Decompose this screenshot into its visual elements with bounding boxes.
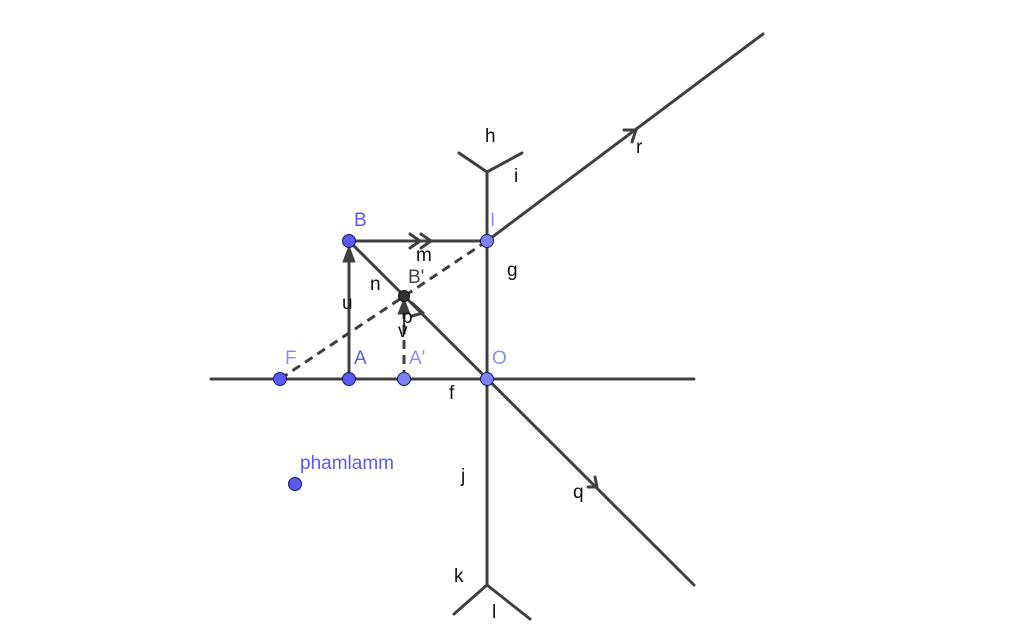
- label-line-m: m: [416, 245, 432, 266]
- lens-top-right-tip: [485, 151, 524, 174]
- label-point-b-prime: B': [408, 267, 424, 288]
- lens-bottom-right-tip: [485, 583, 532, 621]
- point-a[interactable]: [342, 372, 356, 386]
- label-line-p: p: [402, 307, 413, 328]
- refracted-ray-r: [485, 32, 765, 243]
- label-line-q: q: [573, 482, 584, 503]
- label-line-v: v: [398, 321, 408, 342]
- label-line-k: k: [454, 566, 464, 587]
- arrow-head-icon: [397, 297, 411, 315]
- point-i[interactable]: [480, 234, 494, 248]
- arrow-head-icon: [410, 301, 425, 318]
- arrow-head-icon: [342, 244, 356, 263]
- virtual-ray-extension: [279, 239, 488, 381]
- label-line-j: j: [460, 466, 465, 487]
- label-line-l: l: [492, 602, 496, 623]
- arrow-head-icon: [586, 475, 599, 489]
- label-point-i: I: [490, 210, 495, 231]
- label-point-f: F: [285, 348, 297, 369]
- label-line-u: u: [342, 293, 353, 314]
- lens-bottom-left-tip: [452, 583, 489, 616]
- point-o[interactable]: [480, 372, 494, 386]
- arrow-head-icon: [622, 128, 638, 144]
- point-f[interactable]: [273, 372, 287, 386]
- label-line-r: r: [636, 137, 643, 158]
- label-line-h: h: [485, 126, 496, 147]
- double-arrow-head-icon: [408, 232, 433, 250]
- label-line-f: f: [449, 383, 455, 404]
- point-a-prime[interactable]: [397, 372, 411, 386]
- label-line-i: i: [514, 166, 518, 187]
- label-point-o: O: [492, 348, 507, 369]
- label-point-a-prime: A': [409, 348, 425, 369]
- lens-top-left-tip: [457, 151, 489, 174]
- point-b[interactable]: [342, 234, 356, 248]
- label-point-a: A: [354, 348, 367, 369]
- point-phamlamm[interactable]: [288, 477, 302, 491]
- label-point-phamlamm: phamlamm: [300, 453, 394, 474]
- label-line-g: g: [507, 260, 518, 281]
- point-b-prime[interactable]: [398, 290, 410, 302]
- label-point-b: B: [354, 210, 367, 231]
- label-line-n: n: [370, 274, 381, 295]
